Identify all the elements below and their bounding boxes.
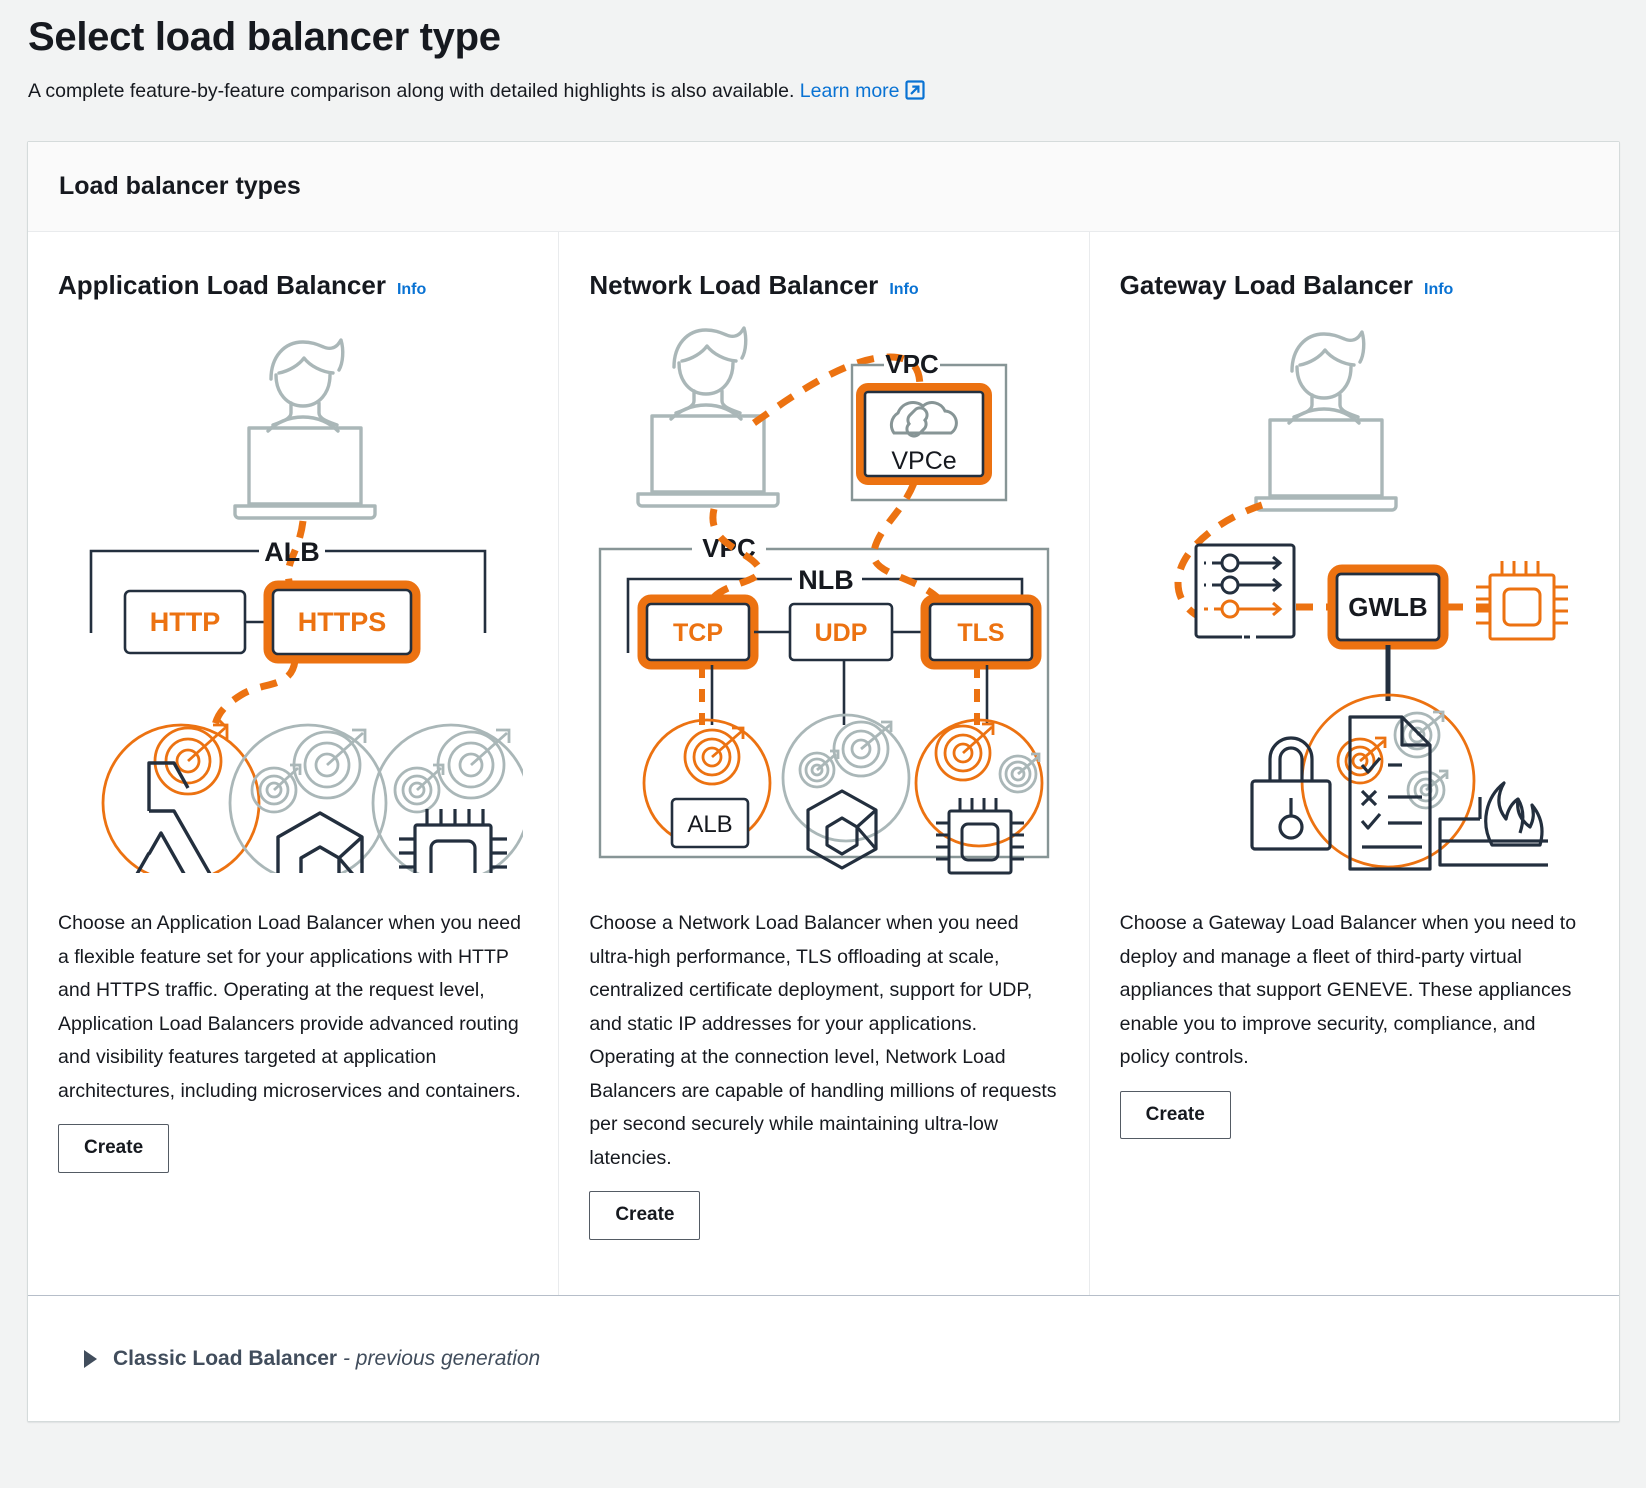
card-title: Load balancer types bbox=[59, 172, 301, 200]
nlb-vpc-top-box bbox=[850, 363, 1008, 502]
external-link-icon[interactable] bbox=[904, 80, 925, 107]
gwlb-box: GWLB bbox=[1327, 564, 1449, 650]
nlb-vpce-label: VPCe bbox=[891, 447, 956, 475]
classic-lb-suffix: - previous generation bbox=[337, 1346, 541, 1370]
svg-text:HTTPS: HTTPS bbox=[298, 607, 387, 637]
card-header: Load balancer types bbox=[28, 142, 1619, 232]
nlb-heading: Network Load Balancer Info bbox=[589, 270, 1058, 301]
alb-target-instance bbox=[371, 723, 524, 873]
container-icon bbox=[806, 789, 878, 870]
nlb-title-text: Network Load Balancer bbox=[589, 270, 879, 300]
nlb-diagram: VPC VPCe bbox=[589, 307, 1058, 907]
instance-icon bbox=[1476, 561, 1569, 641]
gwlb-traffic-path bbox=[1174, 501, 1264, 629]
user-at-laptop-icon bbox=[233, 338, 377, 520]
nlb-vpc-top-label: VPC bbox=[885, 349, 939, 379]
instance-icon bbox=[935, 798, 1024, 875]
nlb-info-link[interactable]: Info bbox=[889, 281, 919, 298]
nlb-target-container bbox=[781, 713, 911, 870]
page-subtitle: A complete feature-by-feature comparison… bbox=[28, 78, 1618, 107]
cloud-link-icon bbox=[889, 401, 958, 438]
caret-right-icon[interactable] bbox=[84, 1349, 97, 1368]
lock-icon bbox=[1250, 736, 1332, 851]
route-table-icon bbox=[1194, 543, 1296, 640]
nlb-target-alb: ALB bbox=[642, 718, 772, 849]
nlb-listener-tls: TLS bbox=[920, 594, 1042, 670]
gwlb-description: Choose a Gateway Load Balancer when you … bbox=[1119, 912, 1577, 1068]
alb-group-box bbox=[89, 549, 487, 633]
gwlb-title-text: Gateway Load Balancer bbox=[1119, 270, 1413, 300]
nlb-create-button[interactable]: Create bbox=[589, 1191, 701, 1240]
nlb-target-instance bbox=[914, 718, 1044, 875]
gwlb-diagram: GWLB bbox=[1120, 307, 1589, 907]
page-subtitle-text: A complete feature-by-feature comparison… bbox=[28, 80, 795, 102]
card-footer: Classic Load Balancer - previous generat… bbox=[28, 1296, 1619, 1421]
svg-text:UDP: UDP bbox=[815, 619, 868, 647]
classic-lb-name: Classic Load Balancer bbox=[113, 1346, 338, 1370]
alb-listener-https: HTTPS bbox=[263, 580, 421, 664]
lambda-icon bbox=[135, 761, 212, 873]
alb-target-lambda bbox=[101, 718, 261, 873]
nlb-description: Choose a Network Load Balancer when you … bbox=[589, 912, 1057, 1169]
nlb-path-to-tls bbox=[870, 481, 942, 602]
nlb-target-alb-box bbox=[670, 797, 750, 849]
nlb-listener-tcp: TCP bbox=[637, 594, 759, 670]
column-network-load-balancer: Network Load Balancer Info bbox=[558, 232, 1088, 1295]
alb-info-link[interactable]: Info bbox=[396, 281, 427, 298]
classic-load-balancer-label: Classic Load Balancer - previous generat… bbox=[113, 1347, 540, 1371]
alb-description: Choose an Application Load Balancer when… bbox=[58, 912, 521, 1102]
alb-title-text: Application Load Balancer bbox=[58, 270, 386, 300]
compliance-document-icon bbox=[1348, 715, 1432, 871]
svg-text:TLS: TLS bbox=[957, 619, 1004, 647]
nlb-group-label: NLB bbox=[798, 565, 854, 595]
load-balancer-types-card: Load balancer types Application Load Bal… bbox=[27, 141, 1620, 1422]
instance-icon bbox=[399, 809, 508, 873]
container-icon bbox=[276, 811, 364, 873]
nlb-path-to-tcp bbox=[709, 508, 763, 600]
lb-type-columns: Application Load Balancer Info bbox=[28, 232, 1619, 1296]
alb-target-container bbox=[228, 723, 388, 873]
nlb-path-to-vpce bbox=[751, 353, 924, 426]
page-title: Select load balancer type bbox=[28, 15, 501, 59]
alb-listener-http: HTTP bbox=[123, 589, 247, 655]
gwlb-info-link[interactable]: Info bbox=[1424, 281, 1454, 298]
nlb-target-alb-label: ALB bbox=[687, 811, 732, 838]
page-header: Select load balancer type A complete fea… bbox=[0, 0, 1646, 107]
svg-text:TCP: TCP bbox=[673, 619, 723, 647]
alb-heading: Application Load Balancer Info bbox=[58, 270, 528, 301]
firewall-icon bbox=[1438, 781, 1549, 867]
column-application-load-balancer: Application Load Balancer Info bbox=[28, 232, 558, 1295]
alb-group-label: ALB bbox=[264, 537, 320, 567]
user-at-laptop-icon bbox=[1254, 330, 1399, 512]
learn-more-link[interactable]: Learn more bbox=[799, 80, 900, 102]
gwlb-heading: Gateway Load Balancer Info bbox=[1120, 270, 1589, 301]
gwlb-label: GWLB bbox=[1349, 592, 1428, 622]
user-at-laptop-icon bbox=[636, 326, 780, 508]
nlb-listener-udp: UDP bbox=[788, 602, 894, 662]
alb-create-button[interactable]: Create bbox=[58, 1124, 170, 1173]
classic-load-balancer-expander[interactable]: Classic Load Balancer - previous generat… bbox=[84, 1347, 540, 1371]
gwlb-create-button[interactable]: Create bbox=[1119, 1090, 1231, 1140]
alb-traffic-path-bottom bbox=[211, 660, 299, 726]
nlb-vpce-box: VPCe bbox=[855, 383, 992, 485]
column-gateway-load-balancer: Gateway Load Balancer Info bbox=[1088, 232, 1619, 1295]
svg-text:HTTP: HTTP bbox=[150, 607, 221, 637]
alb-diagram: ALB HTTP HTTPS bbox=[58, 307, 528, 907]
